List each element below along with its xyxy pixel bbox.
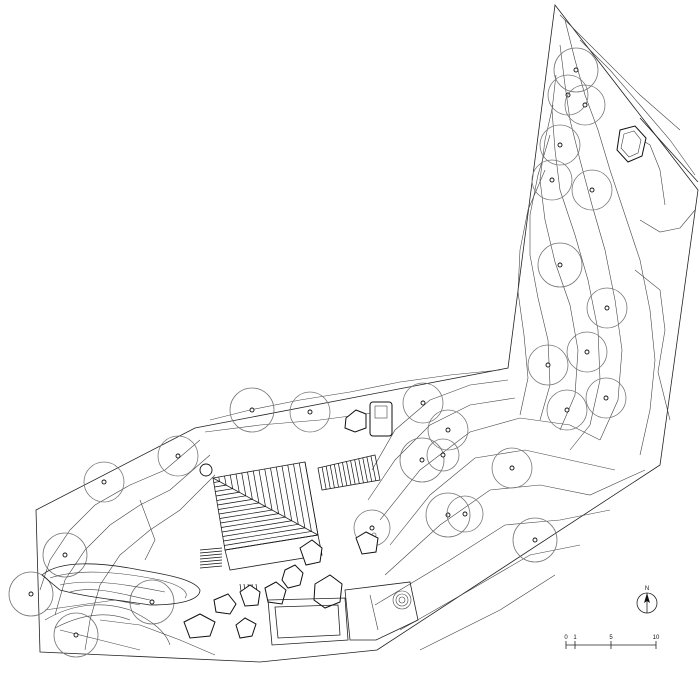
scale-label: 5	[609, 635, 613, 641]
scale-label: 0	[564, 635, 568, 641]
water-basin	[616, 125, 647, 163]
site-boundary	[35, 3, 699, 663]
stones	[183, 401, 393, 639]
north-arrow: N	[636, 586, 658, 614]
north-label: N	[645, 586, 649, 592]
rock-mound	[41, 563, 201, 646]
trees	[8, 47, 628, 658]
contour-lines	[39, 14, 696, 656]
scale-label: 1	[573, 635, 577, 641]
scale-label: 10	[653, 635, 660, 641]
terrace	[267, 581, 419, 646]
house-roof	[212, 454, 381, 571]
